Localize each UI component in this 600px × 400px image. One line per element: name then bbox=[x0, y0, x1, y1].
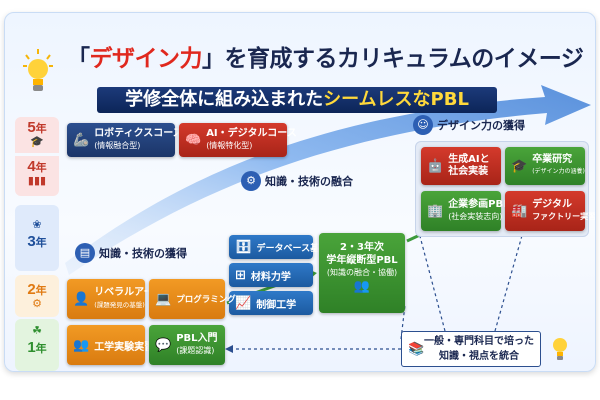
bar-chart-icon: ▮▮▮ bbox=[27, 174, 47, 187]
section-fusion: ⚙知識・技術の融合 bbox=[241, 171, 353, 191]
building-icon: 🏢 bbox=[427, 203, 444, 219]
thinking-head-icon: 👤 bbox=[73, 291, 90, 307]
database-icon: 🗄 bbox=[235, 239, 252, 255]
graduation-cap-icon: 🎓 bbox=[30, 135, 44, 148]
year-4-label: 4年 ▮▮▮ bbox=[15, 156, 59, 196]
curriculum-card: 「デザイン力」を育成するカリキュラムのイメージ 学修全体に組み込まれたシームレス… bbox=[4, 12, 596, 372]
robotics-course-box: 🦾 ロボティクスコース(情報融合型) bbox=[67, 123, 183, 157]
control-box: 📈制御工学 bbox=[229, 291, 313, 315]
robot-arm-icon: 🦾 bbox=[73, 132, 90, 148]
gear-cluster-icon: ⚙ bbox=[241, 171, 261, 191]
genai-box: 🤖 生成AIと社会実装 bbox=[421, 147, 501, 185]
database-box: 🗄データベース基礎 bbox=[229, 235, 328, 259]
graduation-cap-icon: 🎓 bbox=[511, 158, 528, 174]
sprout-icon: ☘ bbox=[32, 324, 42, 337]
subtitle-bar: 学修全体に組み込まれたシームレスなPBL bbox=[97, 87, 497, 113]
graduation-research-box: 🎓 卒業研究(デザイン力の涵養) bbox=[505, 147, 585, 185]
gear-icon: ⚙ bbox=[32, 297, 42, 310]
cross-year-pbl-box: 2・3年次 学年縦断型PBL (知識の融合・協働) 👥 bbox=[319, 233, 405, 313]
section-design-power: ☺デザイン力の獲得 bbox=[413, 115, 525, 135]
main-title: 「デザイン力」を育成するカリキュラムのイメージ bbox=[67, 46, 584, 72]
book-icon: ▤ bbox=[75, 243, 95, 263]
year-3-label: ❀ 3年 bbox=[15, 205, 59, 271]
book-stack-icon: 📚 bbox=[408, 342, 425, 357]
laptop-icon: 💻 bbox=[155, 291, 172, 307]
corporate-pbl-box: 🏢 企業参画PBL(社会実装志向) bbox=[421, 191, 510, 231]
programming-box: 💻プログラミング bbox=[149, 279, 236, 319]
lightbulb-icon bbox=[23, 49, 53, 91]
chat-people-icon: 💬 bbox=[155, 337, 172, 353]
year-2-label: 2年 ⚙ bbox=[15, 275, 59, 317]
people-icon: 👥 bbox=[73, 337, 90, 353]
brain-icon: 🧠 bbox=[185, 132, 202, 148]
materials-box: ⊞材料力学 bbox=[229, 263, 313, 287]
ai-head-icon: ☺ bbox=[413, 115, 433, 135]
liberal-arts-box: 👤 リベラルアーツ(課題発見の基盤) bbox=[67, 279, 163, 319]
general-subjects-box: 📚 一般・専門科目で培った 知識・視点を統合 bbox=[401, 331, 541, 367]
year-5-label: 5年 🎓 bbox=[15, 117, 59, 153]
digital-factory-box: 🏭 デジタルファクトリー実習 bbox=[505, 191, 595, 231]
people-icon: 👥 bbox=[353, 279, 371, 294]
section-acquisition: ▤知識・技術の獲得 bbox=[75, 243, 187, 263]
factory-icon: 🏭 bbox=[511, 203, 528, 219]
pbl-intro-box: 💬 PBL入門(課題認識) bbox=[149, 325, 225, 365]
control-chart-icon: 📈 bbox=[235, 295, 252, 311]
engineering-lab-box: 👥工学実験実習 bbox=[67, 325, 154, 365]
lightbulb-icon bbox=[553, 338, 567, 360]
ai-head-icon: 🤖 bbox=[427, 158, 444, 174]
ai-digital-course-box: 🧠 AI・デジタルコース(情報特化型) bbox=[179, 123, 297, 157]
beam-icon: ⊞ bbox=[235, 267, 246, 283]
plant-icon: ❀ bbox=[32, 218, 42, 231]
year-1-label: ☘ 1年 bbox=[15, 319, 59, 371]
